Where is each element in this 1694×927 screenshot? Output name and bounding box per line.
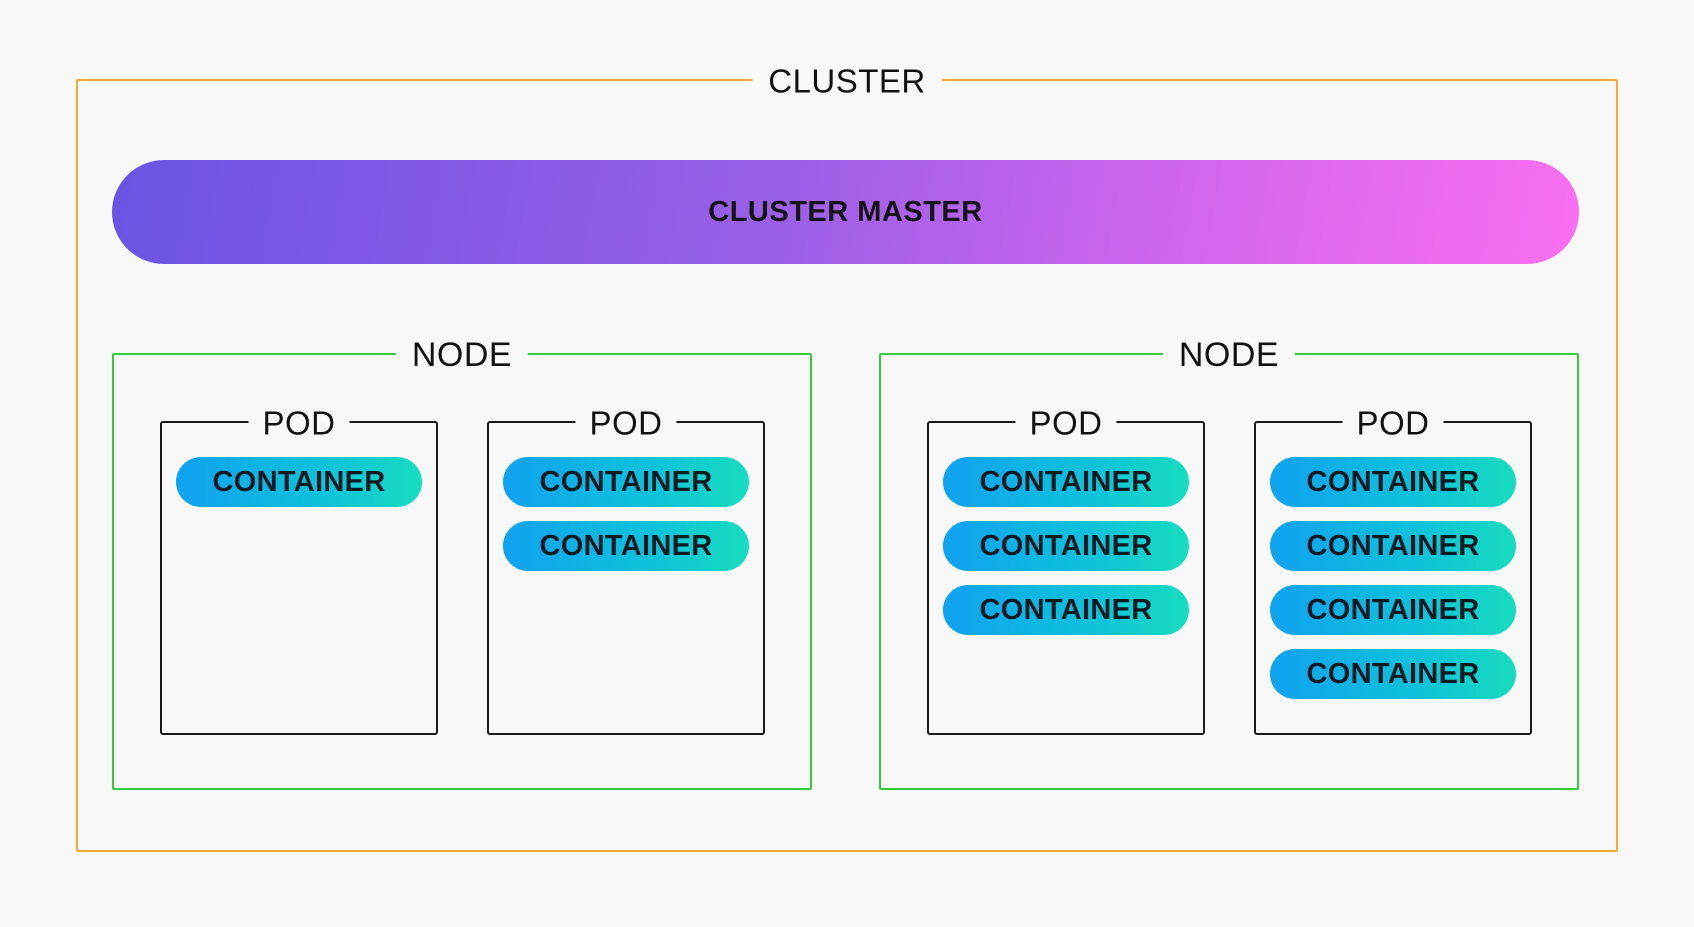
node-label: NODE [395, 338, 529, 372]
pod-label: POD [248, 406, 350, 440]
container-list: CONTAINER CONTAINER CONTAINER CONTAINER [1270, 457, 1516, 713]
container-pill: CONTAINER [943, 585, 1189, 635]
pod-box: POD CONTAINER CONTAINER [487, 406, 765, 735]
pod-label: POD [575, 406, 677, 440]
cluster-frame: CLUSTER [76, 64, 1618, 852]
container-list: CONTAINER CONTAINER [503, 457, 749, 585]
cluster-master-label: CLUSTER MASTER [708, 195, 983, 228]
container-pill: CONTAINER [1270, 649, 1516, 699]
container-pill: CONTAINER [503, 521, 749, 571]
cluster-label: CLUSTER [752, 64, 942, 98]
container-list: CONTAINER [176, 457, 422, 521]
node-box: NODE POD CONTAINER CONTAINER CONTAINER P… [879, 338, 1579, 790]
container-pill: CONTAINER [503, 457, 749, 507]
container-pill: CONTAINER [176, 457, 422, 507]
container-pill: CONTAINER [943, 457, 1189, 507]
node-box: NODE POD CONTAINER POD CONTAINER CONTAIN… [112, 338, 812, 790]
pod-box: POD CONTAINER [160, 406, 438, 735]
pod-label: POD [1342, 406, 1444, 440]
pod-label: POD [1015, 406, 1117, 440]
container-pill: CONTAINER [943, 521, 1189, 571]
pod-box: POD CONTAINER CONTAINER CONTAINER CONTAI… [1254, 406, 1532, 735]
container-pill: CONTAINER [1270, 521, 1516, 571]
pod-box: POD CONTAINER CONTAINER CONTAINER [927, 406, 1205, 735]
cluster-master: CLUSTER MASTER [112, 160, 1579, 264]
container-pill: CONTAINER [1270, 457, 1516, 507]
container-pill: CONTAINER [1270, 585, 1516, 635]
node-label: NODE [1162, 338, 1296, 372]
container-list: CONTAINER CONTAINER CONTAINER [943, 457, 1189, 649]
